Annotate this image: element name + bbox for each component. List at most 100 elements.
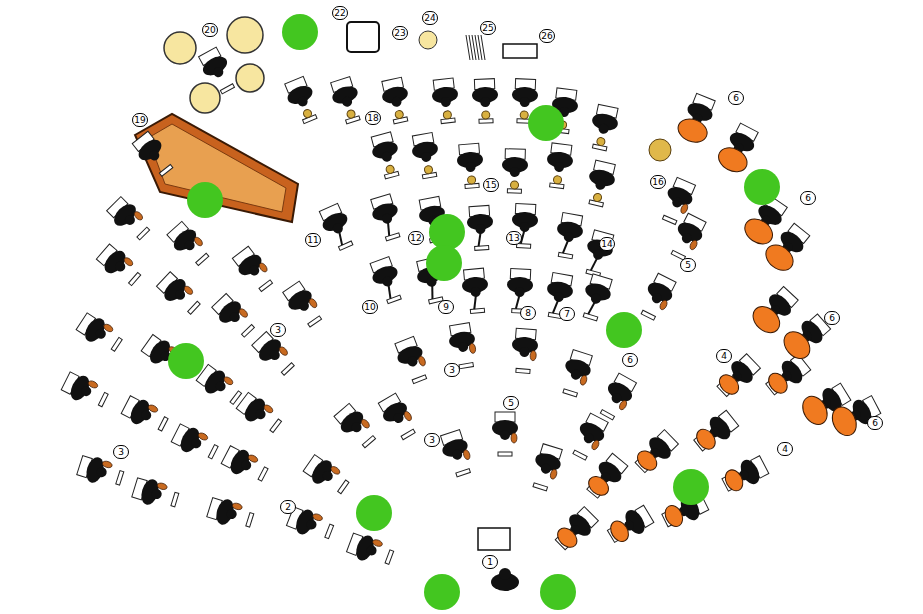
double-bass <box>748 301 785 338</box>
musician <box>74 310 125 356</box>
violin <box>87 379 99 389</box>
musician <box>761 220 814 275</box>
callout-number: 5 <box>503 396 519 410</box>
body <box>370 263 400 287</box>
green-marker <box>168 343 204 379</box>
body <box>293 507 317 537</box>
music-stand <box>456 469 471 477</box>
tuba <box>649 139 671 161</box>
musician <box>317 202 359 253</box>
musician <box>568 412 611 463</box>
callout-number: 6 <box>867 416 883 430</box>
musician <box>631 428 681 477</box>
chime-tube <box>481 35 485 60</box>
musician <box>456 143 485 189</box>
music-stand <box>158 417 168 431</box>
head <box>392 411 406 425</box>
head <box>598 123 610 135</box>
brass-bell <box>424 165 433 174</box>
music-stand <box>533 483 548 491</box>
musician <box>828 391 884 439</box>
callout-number: 15 <box>483 178 499 192</box>
musician <box>234 390 285 437</box>
brass-bell <box>443 110 452 119</box>
musician <box>94 242 144 290</box>
callout-number: 10 <box>362 300 378 314</box>
music-stand <box>338 480 349 494</box>
head <box>440 96 451 107</box>
body <box>135 136 165 165</box>
cymbal <box>419 31 437 49</box>
cello <box>722 467 746 494</box>
callout-number: 6 <box>728 91 744 105</box>
double-bass <box>761 240 798 276</box>
callout-number: 23 <box>392 26 408 40</box>
callout-number: 1 <box>482 555 498 569</box>
green-marker <box>528 105 564 141</box>
musician <box>170 421 221 464</box>
musician <box>250 329 299 379</box>
brass-bell <box>302 108 312 118</box>
music-stand <box>385 550 394 565</box>
musician <box>301 452 352 499</box>
callout-number: 5 <box>680 258 696 272</box>
callout-number: 16 <box>650 175 666 189</box>
body <box>353 533 377 563</box>
violin <box>157 482 168 491</box>
head <box>451 448 464 461</box>
celesta <box>503 44 537 58</box>
wind-instrument <box>516 295 520 309</box>
head <box>510 167 520 177</box>
brass-bell <box>394 110 404 120</box>
green-marker <box>424 574 460 610</box>
body <box>308 457 336 487</box>
musician <box>196 46 240 97</box>
green-marker <box>187 182 223 218</box>
callout-number: 3 <box>113 445 129 459</box>
musician <box>220 443 271 486</box>
musician <box>580 229 617 278</box>
double-bass <box>798 392 832 429</box>
head <box>480 97 490 107</box>
double-bass <box>828 403 861 440</box>
music-stand <box>242 325 255 338</box>
musician <box>551 504 600 553</box>
callout-number: 6 <box>824 311 840 325</box>
musician <box>492 412 518 456</box>
cello <box>607 518 632 545</box>
wind-instrument <box>553 299 558 313</box>
wind-instrument <box>473 295 477 309</box>
musician <box>510 328 539 374</box>
wind-instrument <box>385 222 392 236</box>
music-stand <box>116 471 124 486</box>
head <box>499 568 511 580</box>
musician <box>60 369 111 412</box>
violin <box>360 418 371 429</box>
cello <box>585 473 612 499</box>
callout-number: 22 <box>332 6 348 20</box>
head <box>225 508 238 521</box>
head <box>296 95 309 108</box>
music-stand <box>583 313 598 321</box>
music-stand <box>641 310 655 320</box>
head <box>590 292 602 304</box>
callout-number: 3 <box>270 323 286 337</box>
musician <box>461 268 491 314</box>
musician <box>748 283 802 338</box>
musician <box>762 352 813 400</box>
cello <box>716 371 743 398</box>
body <box>320 209 350 234</box>
brass-bell <box>520 111 528 119</box>
violin <box>238 307 249 318</box>
musician <box>131 475 181 513</box>
double-bass <box>740 214 777 249</box>
cello <box>662 503 686 530</box>
violin <box>278 345 289 356</box>
musician <box>328 76 366 126</box>
violin <box>102 460 113 469</box>
musician <box>636 272 679 323</box>
callout-number: 18 <box>365 111 381 125</box>
green-marker <box>426 245 462 281</box>
music-stand <box>111 337 122 351</box>
